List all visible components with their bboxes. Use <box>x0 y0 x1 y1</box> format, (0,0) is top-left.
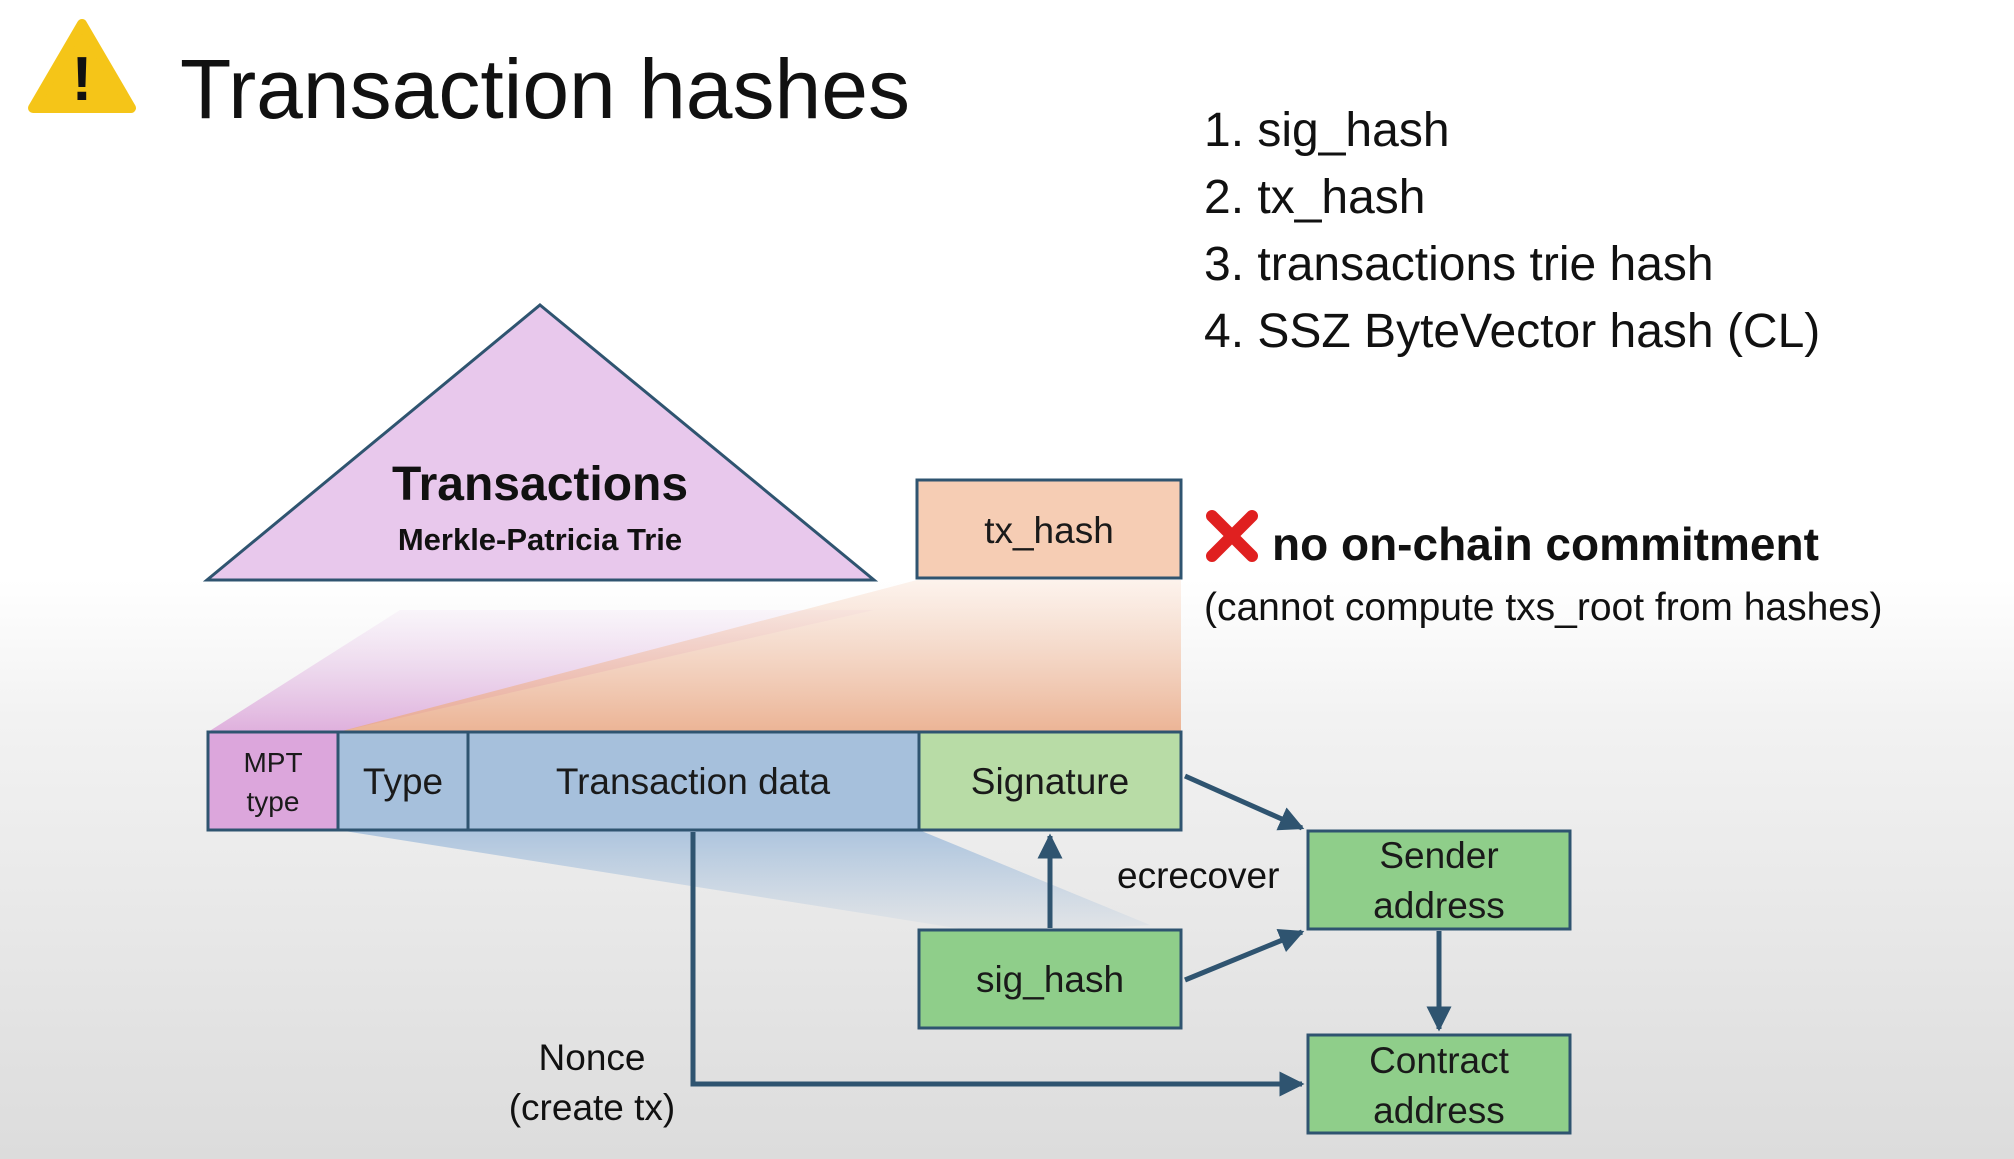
sender-address-label: address <box>1373 885 1505 926</box>
sender-address-label: Sender <box>1379 835 1498 876</box>
transactions-trie: Transactions Merkle-Patricia Trie <box>202 303 879 582</box>
mpt-type-label: MPT <box>243 747 302 778</box>
hash-list: 1. sig_hash 2. tx_hash 3. transactions t… <box>1204 104 1820 358</box>
sender-address-box: Sender address <box>1306 829 1572 931</box>
hash-list-item: 4. SSZ ByteVector hash (CL) <box>1204 305 1820 358</box>
nonce-to-contract-arrow <box>690 832 1305 1097</box>
nonce-label: Nonce <box>539 1037 646 1078</box>
hash-list-item: 2. tx_hash <box>1204 171 1425 224</box>
transaction-data-label: Transaction data <box>556 761 831 802</box>
contract-address-label: Contract <box>1369 1040 1510 1081</box>
sig-hash-label: sig_hash <box>976 959 1124 1000</box>
arrows <box>690 773 1452 1097</box>
sig-hash-box: sig_hash <box>917 928 1183 1030</box>
no-commitment-label: no on-chain commitment <box>1272 518 1819 570</box>
signature-label: Signature <box>971 761 1129 802</box>
ecrecover-label: ecrecover <box>1117 855 1279 896</box>
hash-list-item: 1. sig_hash <box>1204 104 1450 157</box>
mpt-type-label: type <box>247 786 300 817</box>
sighash-to-sender-arrow <box>1184 928 1305 983</box>
sig-hash-fan <box>338 830 1150 935</box>
nonce-label: (create tx) <box>509 1087 676 1128</box>
red-x-icon <box>1206 510 1258 562</box>
contract-address-label: address <box>1373 1090 1505 1131</box>
warning-triangle-icon: ! <box>28 19 136 114</box>
type-label: Type <box>363 761 443 802</box>
tx-hash-fan <box>338 580 1181 732</box>
slide-title: Transaction hashes <box>180 42 910 136</box>
tx-hash-label: tx_hash <box>984 510 1114 551</box>
signature-to-sender-arrow <box>1183 773 1305 831</box>
cannot-compute-note: (cannot compute txs_root from hashes) <box>1204 586 1882 629</box>
trie-title: Transactions <box>392 458 688 511</box>
hash-list-item: 3. transactions trie hash <box>1204 238 1714 291</box>
transaction-row: MPT type Type Transaction data Signature <box>206 730 1183 832</box>
trie-subtitle: Merkle-Patricia Trie <box>398 522 682 557</box>
svg-text:!: ! <box>72 45 93 114</box>
tx-hash-box: tx_hash <box>915 478 1183 580</box>
contract-address-box: Contract address <box>1306 1033 1572 1135</box>
